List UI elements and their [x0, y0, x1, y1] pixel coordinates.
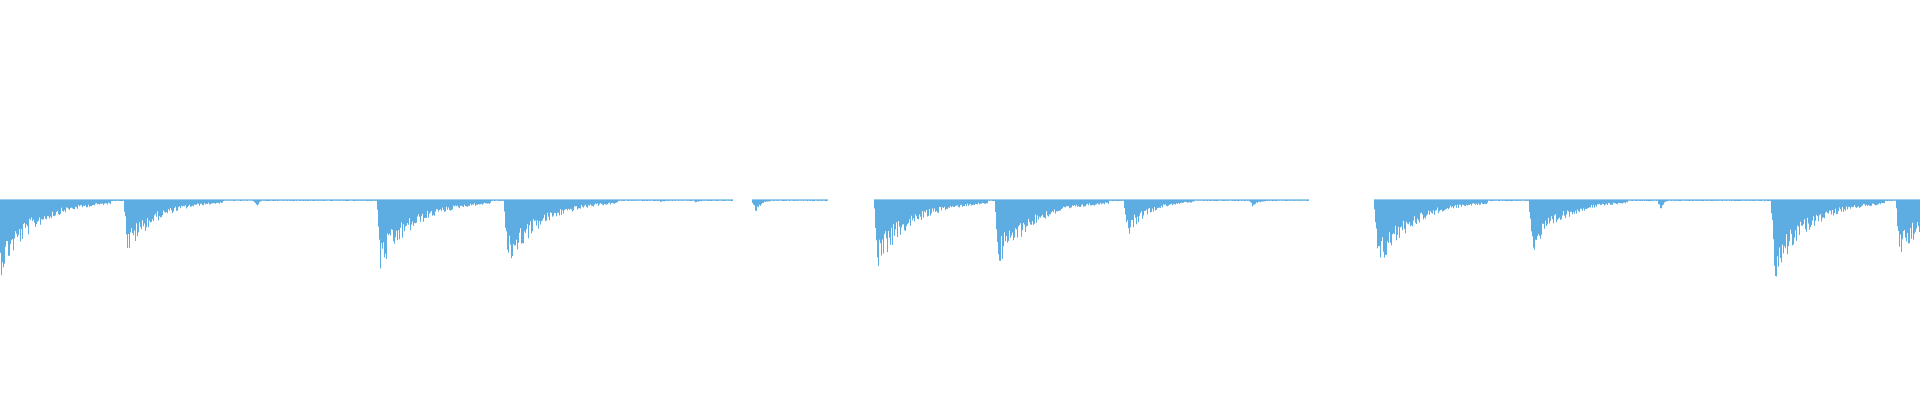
waveform-transient-15 [1895, 152, 1920, 247]
waveform-transient-5 [656, 199, 664, 202]
waveform-transient-13 [1528, 158, 1801, 242]
waveform-transient-11 [1248, 196, 1306, 204]
waveform-trace [0, 199, 1920, 277]
waveform-transient-6 [691, 199, 706, 202]
waveform-transient-7 [751, 189, 824, 211]
waveform-transient-2 [123, 158, 396, 242]
